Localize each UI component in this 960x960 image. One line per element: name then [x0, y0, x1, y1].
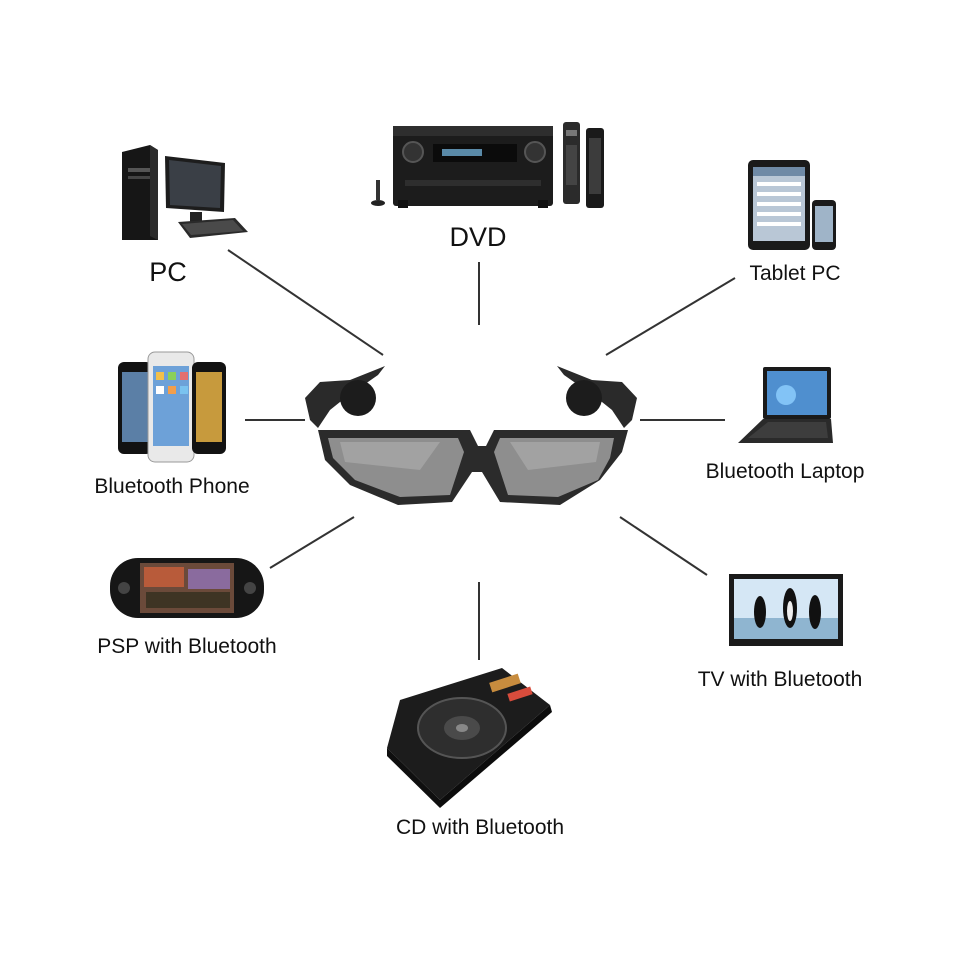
- pc-label: PC: [149, 257, 187, 287]
- tablet-pc-label: Tablet PC: [749, 262, 841, 285]
- bluetooth-laptop-label: Bluetooth Laptop: [705, 460, 865, 483]
- cd-player-icon: [387, 668, 552, 808]
- smartphones-icon: [118, 351, 226, 463]
- cd-with-bluetooth-label: CD with Bluetooth: [395, 816, 565, 839]
- connector-line-psp: [269, 516, 355, 569]
- dvd-label: DVD: [449, 222, 507, 252]
- connector-line-pc: [227, 249, 384, 356]
- tv-with-bluetooth-label: TV with Bluetooth: [697, 668, 863, 691]
- bluetooth-sunglasses-icon: [305, 366, 637, 505]
- connector-lines: [227, 249, 736, 660]
- psp-icon: [110, 558, 264, 618]
- connector-line-tv: [619, 516, 708, 576]
- psp-with-bluetooth-label: PSP with Bluetooth: [97, 635, 277, 658]
- tv-icon: [729, 574, 843, 646]
- connector-line-tablet: [605, 277, 736, 356]
- laptop-icon: [738, 367, 833, 443]
- bluetooth-phone-label: Bluetooth Phone: [94, 475, 250, 498]
- dvd-receiver-icon: [371, 122, 604, 208]
- desktop-pc-icon: [122, 145, 248, 240]
- tablet-icon: [748, 160, 836, 250]
